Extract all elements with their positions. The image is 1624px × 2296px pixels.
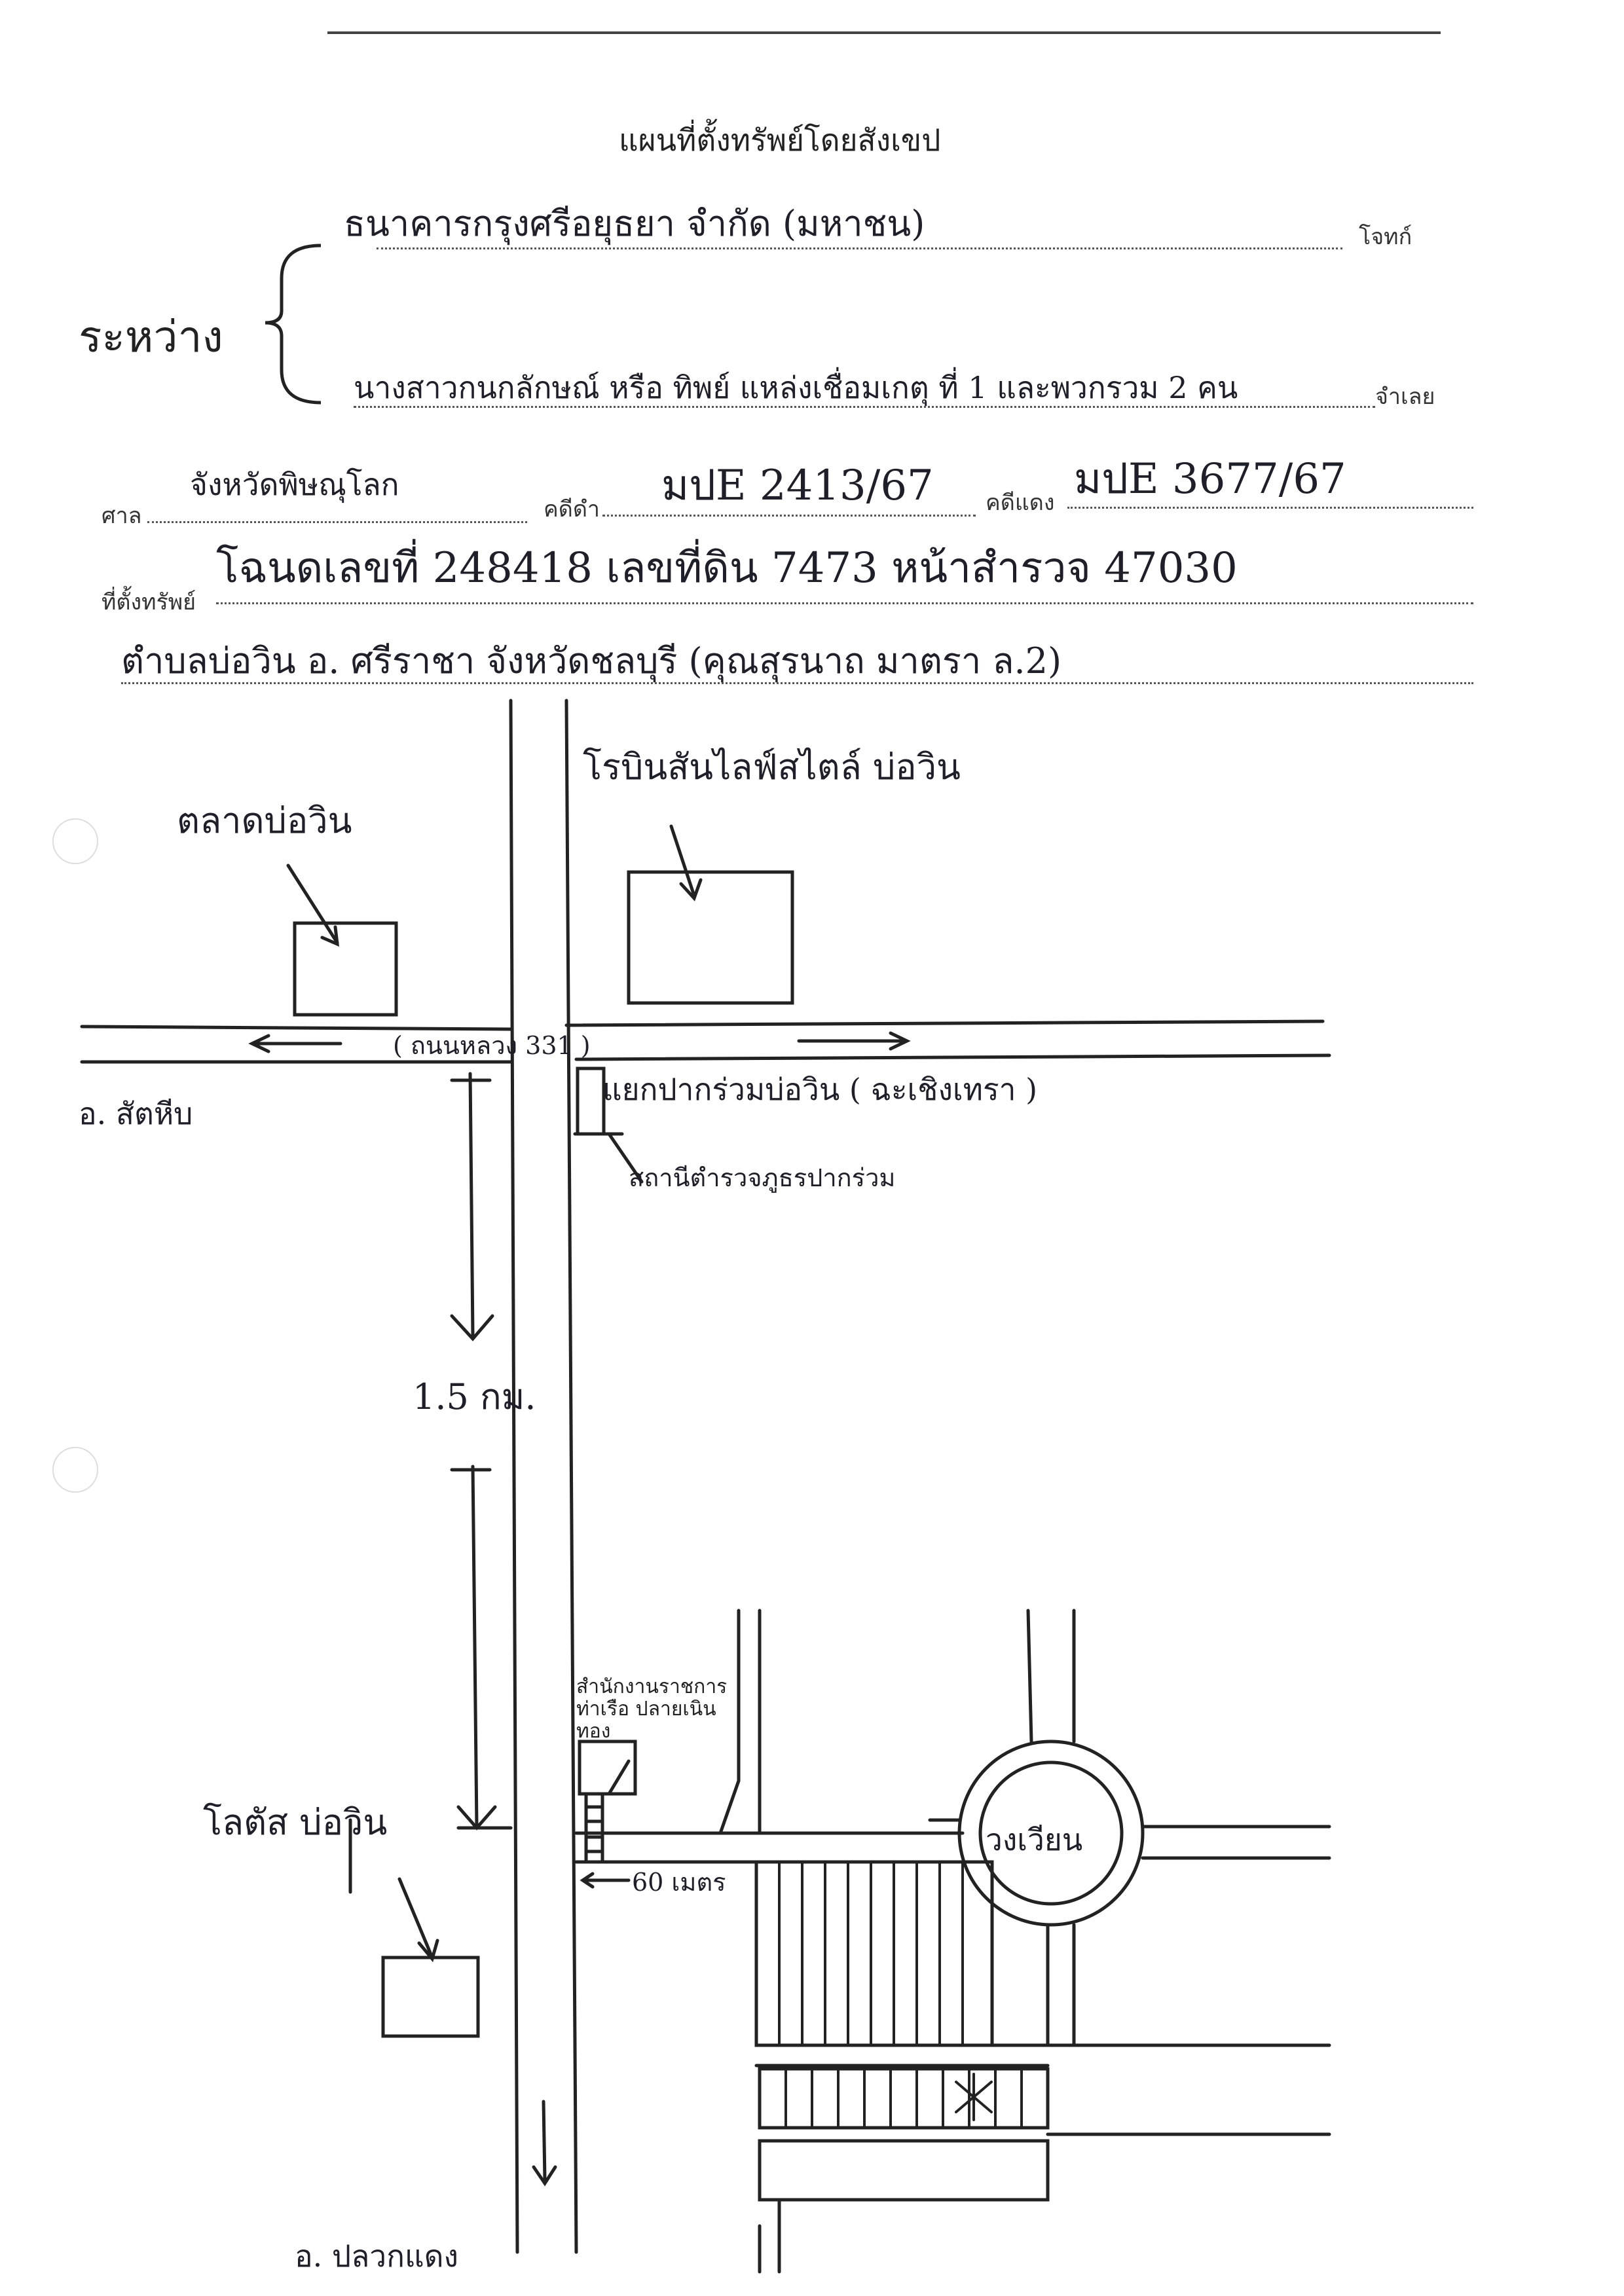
distance-arrow-top <box>450 1314 494 1341</box>
police-station-label: สถานีตำรวจภูธรปากร่วม <box>629 1163 896 1192</box>
location-line2: ตำบลบ่อวิน อ. ศรีราชา จังหวัดชลบุรี (คุณ… <box>121 640 1062 682</box>
east-arrow-head <box>889 1031 911 1051</box>
police-pointer <box>607 1132 644 1184</box>
west-arrow-head <box>248 1034 270 1053</box>
land-block-middle <box>758 2067 1050 2130</box>
main-road-left-edge <box>509 699 519 2254</box>
red-case-label: คดีแดง <box>986 490 1055 516</box>
punch-hole-top <box>52 818 98 864</box>
distance-line-top <box>468 1072 475 1338</box>
page-title: แผนที่ตั้งทรัพย์โดยสังเขป <box>619 122 941 158</box>
location-line1: โฉนดเลขที่ 248418 เลขที่ดิน 7473 หน้าสำร… <box>216 544 1238 592</box>
market-box <box>293 921 398 1017</box>
mall-box <box>627 870 794 1005</box>
short-distance-label: 60 เมตร <box>632 1868 726 1897</box>
black-case-dotted-line <box>602 515 976 517</box>
plaintiff-dotted-line <box>377 247 1342 249</box>
defendant-label: จำเลย <box>1375 384 1435 410</box>
south-arrow-head <box>532 2165 557 2187</box>
office-arrow <box>607 1759 631 1796</box>
black-case-label: คดีดำ <box>544 496 600 522</box>
intersection-box <box>576 1066 606 1136</box>
mall-label: โรบินสันไลฟ์สไตล์ บ่อวิน <box>583 746 961 788</box>
distance-line-bottom <box>471 1465 479 1829</box>
land-block-upper <box>754 1860 994 2047</box>
tesco-box <box>381 1956 480 2038</box>
mall-arrow-head <box>679 878 703 902</box>
highway-top-edge-west <box>80 1025 513 1031</box>
between-brace-icon <box>265 244 322 405</box>
court-label: ศาล <box>101 503 142 529</box>
plaintiff-value: ธนาคารกรุงศรีอยุธยา จำกัด (มหาชน) <box>344 203 925 244</box>
defendant-dotted-line <box>354 406 1375 408</box>
market-arrow-head <box>320 925 339 947</box>
intersection-label: แยกปากร่วมบ่อวิน ( ฉะเชิงเทรา ) <box>602 1072 1038 1107</box>
between-label: ระหว่าง <box>79 312 223 362</box>
ring-road-north-left <box>1026 1609 1033 1743</box>
black-case-value: มปE 2413/67 <box>661 462 934 510</box>
red-case-dotted-line <box>1067 507 1473 509</box>
land-block-lower <box>758 2139 1050 2202</box>
highway-bottom-edge-east <box>574 1053 1331 1061</box>
office-box <box>578 1740 637 1796</box>
tesco-arrow <box>397 1877 434 1959</box>
roundabout-label: วงเวียน <box>986 1822 1083 1857</box>
defendant-value: นางสาวกนกลักษณ์ หรือ ทิพย์ แหล่งเชื่อมเก… <box>354 370 1238 405</box>
location-dotted-line-1 <box>216 602 1473 604</box>
plaintiff-label: โจทก์ <box>1359 224 1412 250</box>
roundabout-outer <box>957 1740 1145 1927</box>
property-marker-icon <box>955 2073 993 2121</box>
distance-label: 1.5 กม. <box>413 1376 536 1417</box>
south-direction-label: อ. ปลวกแดง <box>295 2238 458 2274</box>
market-arrow <box>286 864 339 945</box>
tesco-arrow-head <box>417 1939 439 1963</box>
east-road-join <box>718 1779 741 1835</box>
court-dotted-line <box>147 521 527 523</box>
highway-top-edge-east <box>564 1019 1325 1027</box>
south-arrow-line <box>542 2100 547 2182</box>
location-dotted-line-2 <box>121 682 1473 684</box>
land-block-hatch <box>778 1861 964 2047</box>
scan-edge-line <box>327 31 1441 34</box>
roundabout-inner <box>978 1760 1124 1906</box>
location-label: ที่ตั้งทรัพย์ <box>101 589 196 615</box>
tesco-label: โลตัส บ่อวิน <box>203 1802 388 1843</box>
main-road-right-edge <box>564 699 578 2254</box>
highway-label: ( ถนนหลวง 331 ) <box>393 1031 591 1060</box>
office-label: สำนักงานราชการ ท่าเรือ ปลายเนิน ทอง <box>576 1675 728 1743</box>
west-direction-label: อ. สัตหีบ <box>79 1096 193 1131</box>
mall-arrow <box>669 824 696 898</box>
market-label: ตลาดบ่อวิน <box>177 800 352 841</box>
land-block-middle-hatch <box>784 2068 1023 2129</box>
court-value: จังหวัดพิษณุโลก <box>190 467 399 502</box>
punch-hole-bottom <box>52 1447 98 1493</box>
red-case-value: มปE 3677/67 <box>1074 455 1346 503</box>
